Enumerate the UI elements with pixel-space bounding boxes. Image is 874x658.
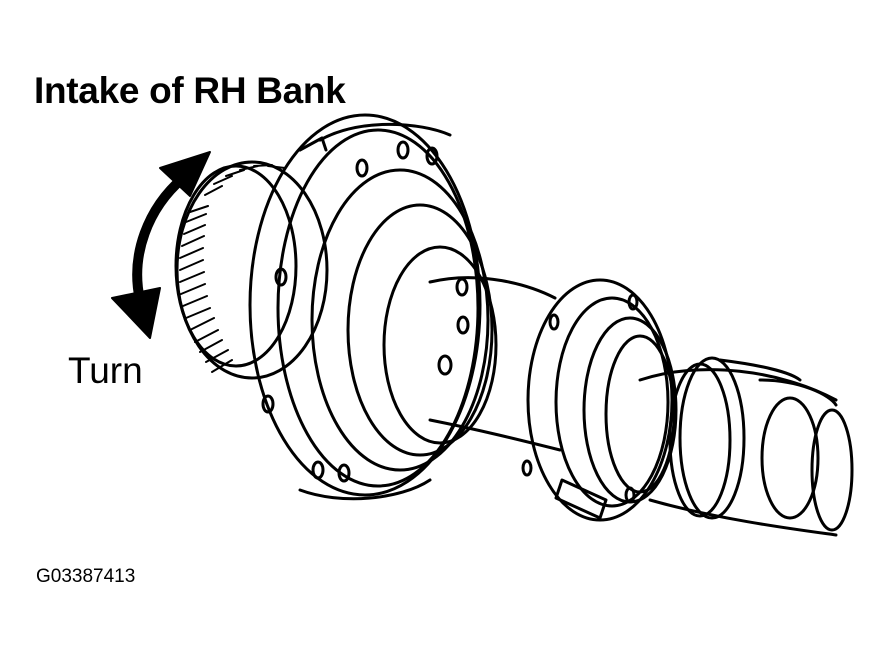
timing-gear [174,136,329,380]
turn-label: Turn [68,350,143,391]
turn-arrow [111,151,211,339]
journal-ring [521,278,678,522]
shaft-tube [428,276,562,452]
vvt-hub [248,113,498,501]
camshaft-body [638,356,854,537]
diagram-title: Intake of RH Bank [34,70,346,111]
figure-code: G03387413 [36,566,136,587]
